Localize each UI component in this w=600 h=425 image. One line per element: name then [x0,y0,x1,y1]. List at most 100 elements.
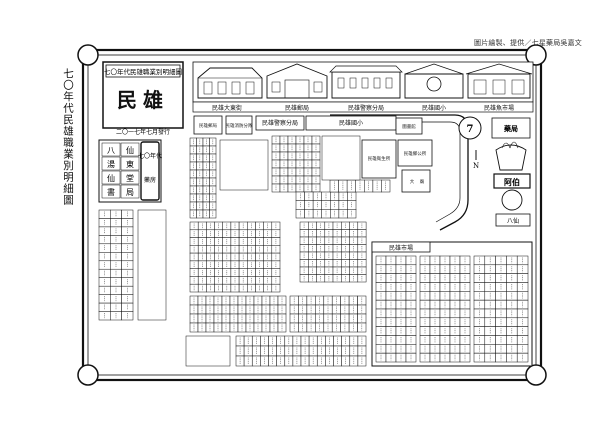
stamp-shop: 藥房 [144,176,156,184]
market-stall [385,326,397,336]
market-stall [473,335,486,345]
corner-ornament-tl [77,44,99,66]
market-stall [449,264,461,274]
compass: 7 N [458,116,482,170]
shop-lot [205,313,215,324]
street-blocks [98,135,391,367]
market-stall [405,264,417,274]
market-stall [459,335,471,345]
shop-lot [197,313,207,324]
legend-cell [120,156,140,171]
market-stall [439,352,451,363]
market-stall [439,344,451,354]
market-stall [375,326,387,336]
market-stall [429,308,441,319]
market-stall [419,326,431,336]
market-stall [419,352,431,363]
market-stall [506,317,518,327]
market-stall [484,308,496,319]
market-stall [395,273,407,283]
market-stall [395,352,407,363]
main-road-inner [330,121,461,223]
ad-1: 藥局 [503,124,518,133]
market-stall [439,308,451,319]
market-stall [375,282,387,292]
market-stall [405,299,417,310]
side-title: 七〇年代民雄職業別明細圖 [62,68,74,206]
label-post-office: 民雄郵局 [199,122,217,129]
market-stall [473,299,486,310]
market-stall [473,352,486,363]
shop-lot [340,322,350,333]
market-stall [439,273,451,283]
market-area: 民雄市場 [371,241,533,367]
market-stall [473,326,486,336]
market-stall [484,291,496,301]
market-stall [429,282,441,292]
market-stall [405,273,417,283]
shop-lot [298,295,308,306]
legend-char: 仙 [126,145,134,155]
market-stall [419,273,431,283]
shop-lot [298,322,308,333]
market-stall [495,326,507,336]
market-stall [449,344,461,354]
shop-lot [253,322,263,333]
market-stall [405,317,417,327]
market-stall [385,255,397,266]
map-inner-frame [87,54,537,376]
market-stall [395,326,407,336]
market-stall [449,308,461,319]
market-stall [375,335,387,345]
market-stall [484,264,496,274]
building-illustrations: 民雄大東街 民雄郵局 民雄警察分局 民雄國小 民雄魚市場 [192,61,534,113]
shop-lot [229,322,239,333]
market-stall [495,317,507,327]
landmarks: 民雄郵局 民雄消防分隊 民雄警察分局 民雄國小 圖書館 民雄衛生所 民雄鄉公所 … [193,115,433,193]
shop-lot [330,191,340,201]
building-sketch-4 [404,63,464,99]
market-stall [516,344,529,354]
shop-lot [295,209,305,219]
market-stall [473,255,486,266]
north-label: N [473,162,479,170]
shop-lot [205,304,215,315]
market-stall [395,335,407,345]
market-stall [375,308,387,319]
shop-lot [229,313,239,324]
market-stall [439,282,451,292]
shop-lot [357,295,367,306]
market-stall [459,317,471,327]
market-stall [449,335,461,345]
market-stall [459,291,471,301]
shop-lot [331,313,341,324]
ad-mascot-face [501,189,523,211]
market-stall [516,264,529,274]
legend-char: 東 [126,159,134,169]
compass-number: 7 [467,124,474,135]
legend-cell [101,170,121,185]
market-stall [385,291,397,301]
shop-lot [269,295,279,306]
market-stall [459,326,471,336]
market-stall [459,299,471,310]
label-police: 民雄警察分局 [262,119,298,127]
market-stall [506,264,518,274]
shop-lot [298,313,308,324]
market-stall [419,335,431,345]
market-stall [385,308,397,319]
shop-lot [221,313,231,324]
market-stall [439,317,451,327]
shop-lot [289,295,299,306]
market-stall [385,264,397,274]
shop-lot [357,304,367,315]
label-township-office: 民雄鄉公所 [404,150,427,157]
place-name: 民雄 [117,88,169,112]
market-stall [375,291,387,301]
market-stall [459,282,471,292]
market-stall [395,291,407,301]
market-stall [405,344,417,354]
market-stall [506,352,518,363]
shop-lot [331,295,341,306]
market-stall [473,291,486,301]
